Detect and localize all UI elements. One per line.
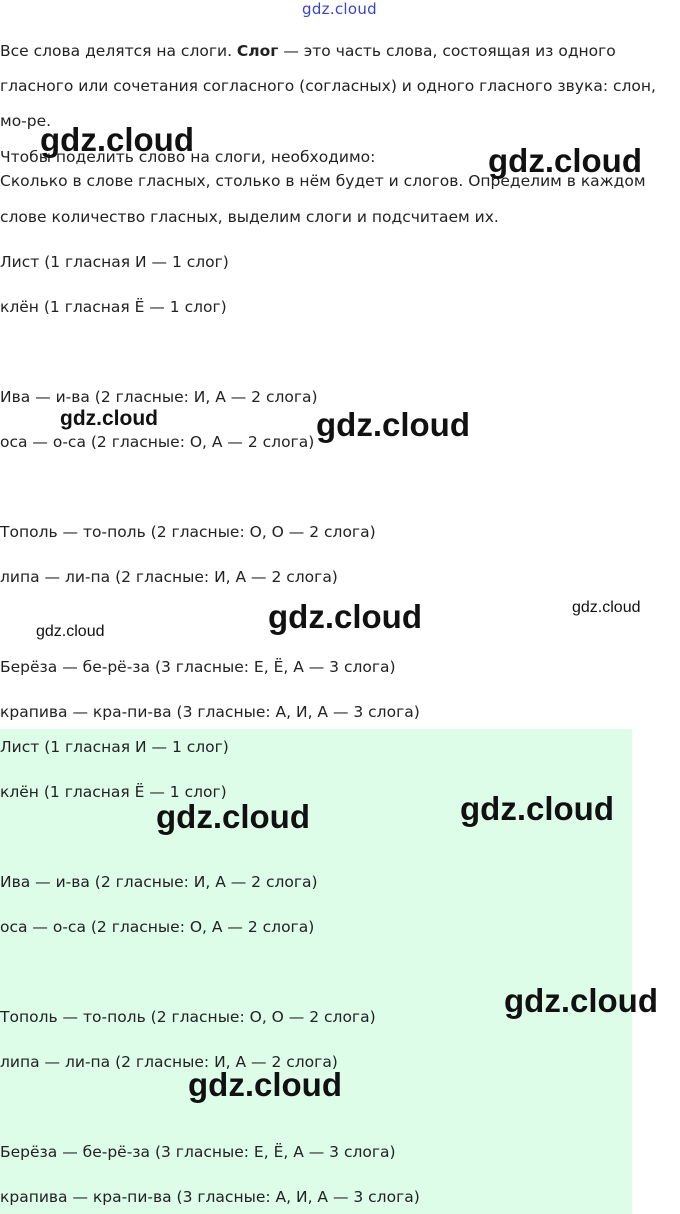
answer-item-highlighted: Лист (1 гласная И — 1 слог): [0, 738, 229, 756]
answer-item-highlighted: Ива — и-ва (2 гласные: И, А — 2 слога): [0, 873, 318, 891]
instruction-line-2: Сколько в слове гласных, столько в нём б…: [0, 172, 646, 190]
answer-item-highlighted: Берёза — бе-рё-за (3 гласные: Е, Ё, А — …: [0, 1143, 396, 1161]
instruction-line-3: слове количество гласных, выделим слоги …: [0, 208, 499, 226]
intro-paragraph: Все слова делятся на слоги. Слог — это ч…: [0, 34, 670, 139]
intro-text-end: — это часть слова, состоящая из одного г…: [0, 42, 656, 130]
answer-item: Ива — и-ва (2 гласные: И, А — 2 слога): [0, 388, 318, 406]
watermark: gdz.cloud: [504, 982, 658, 1019]
answer-item-highlighted: Тополь — то-поль (2 гласные: О, О — 2 сл…: [0, 1008, 376, 1026]
answer-item: крапива — кра-пи-ва (3 гласные: А, И, А …: [0, 703, 420, 721]
answer-item: клён (1 гласная Ё — 1 слог): [0, 298, 227, 316]
watermark: gdz.cloud: [268, 598, 422, 635]
watermark: gdz.cloud: [460, 790, 614, 827]
watermark: gdz.cloud: [156, 798, 310, 835]
watermark-top: gdz.cloud: [302, 0, 378, 18]
watermark: gdz.cloud: [40, 121, 194, 158]
answer-item: липа — ли-па (2 гласные: И, А — 2 слога): [0, 568, 338, 586]
answer-item-highlighted: липа — ли-па (2 гласные: И, А — 2 слога): [0, 1053, 338, 1071]
watermark: gdz.cloud: [488, 142, 642, 179]
answer-item-highlighted: клён (1 гласная Ё — 1 слог): [0, 783, 227, 801]
instruction-line-1: Чтобы поделить слово на слоги, необходим…: [0, 148, 376, 166]
answer-item-highlighted: крапива — кра-пи-ва (3 гласные: А, И, А …: [0, 1188, 420, 1206]
answer-item: Лист (1 гласная И — 1 слог): [0, 253, 229, 271]
answer-item: Тополь — то-поль (2 гласные: О, О — 2 сл…: [0, 523, 376, 541]
answer-item-highlighted: оса — о-са (2 гласные: О, А — 2 слога): [0, 918, 315, 936]
watermark: gdz.cloud: [316, 406, 470, 443]
answer-item: Берёза — бе-рё-за (3 гласные: Е, Ё, А — …: [0, 658, 396, 676]
watermark: gdz.cloud: [572, 599, 641, 616]
watermark: gdz.cloud: [188, 1066, 342, 1103]
watermark: gdz.cloud: [60, 407, 158, 430]
answer-item: оса — о-са (2 гласные: О, А — 2 слога): [0, 433, 315, 451]
term-syllable: Слог: [236, 42, 279, 60]
watermark: gdz.cloud: [36, 623, 105, 640]
intro-text-start: Все слова делятся на слоги.: [0, 42, 237, 60]
answer-highlight-block: [0, 729, 632, 1214]
